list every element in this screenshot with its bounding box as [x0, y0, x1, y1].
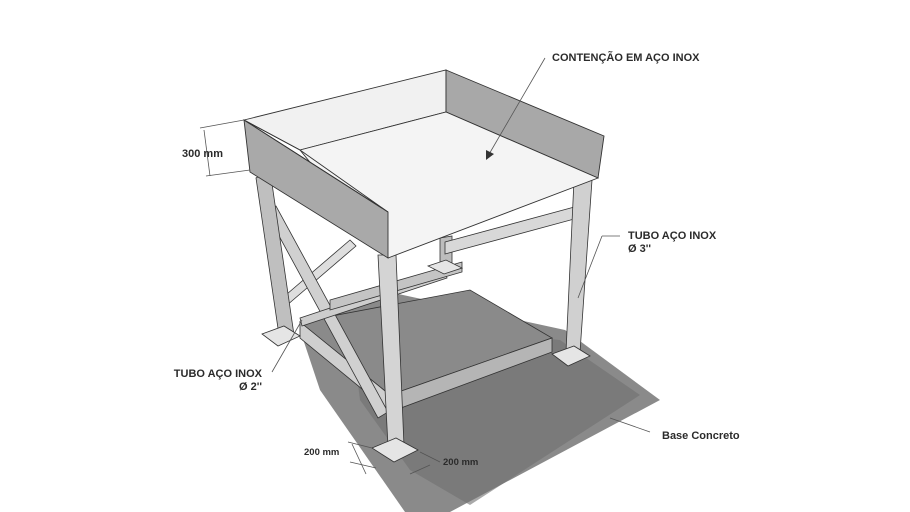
label-height-300: 300 mm — [182, 148, 223, 160]
label-tube3-line2: Ø 3'' — [628, 243, 651, 255]
leg-right — [565, 179, 593, 353]
base-plate-front — [371, 437, 419, 463]
leader-lines — [199, 57, 651, 475]
label-plate-200-a: 200 mm — [304, 447, 340, 458]
label-tube3-line1: TUBO AÇO INOX — [628, 230, 717, 242]
label-containment: CONTENÇÃO EM AÇO INOX — [552, 52, 700, 64]
label-base-concrete: Base Concreto — [662, 430, 740, 442]
label-tube2-line2: Ø 2'' — [239, 381, 262, 393]
arrow-head-containment — [486, 150, 494, 160]
base-plate-back — [426, 259, 464, 275]
label-tube2-line1: TUBO AÇO INOX — [173, 368, 262, 380]
label-plate-200-b: 200 mm — [443, 457, 479, 468]
base-plate-right — [551, 345, 591, 367]
tray-front-left-wall-edge — [243, 119, 389, 213]
base-plate-left — [261, 325, 301, 347]
